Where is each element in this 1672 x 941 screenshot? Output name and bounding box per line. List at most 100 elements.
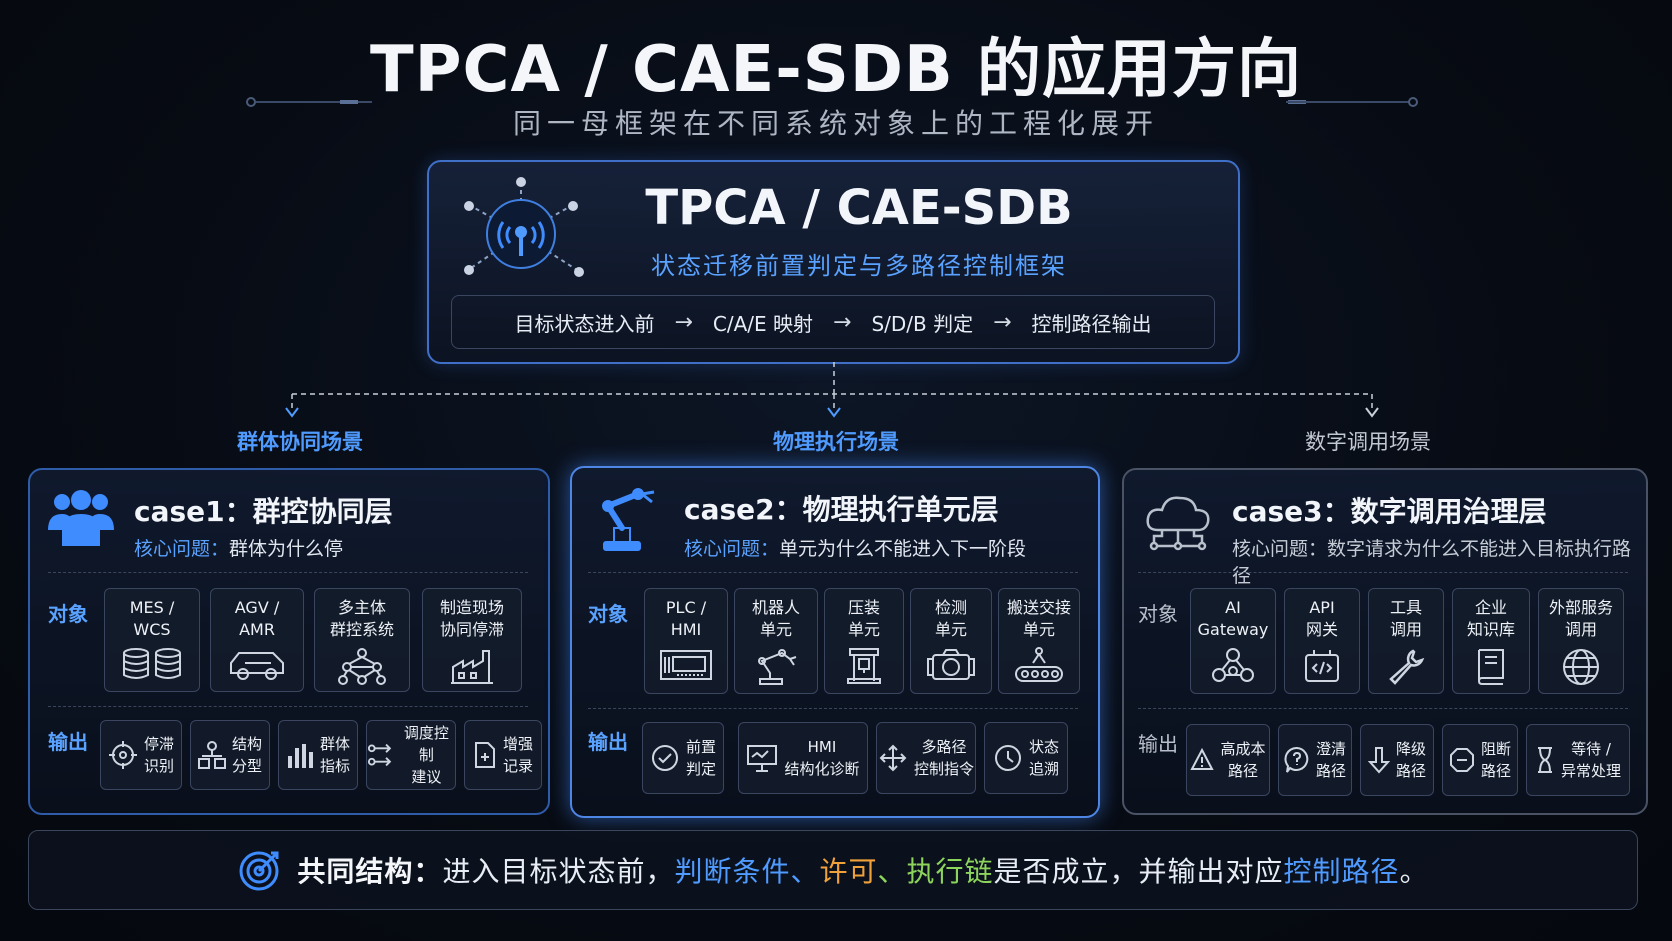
- divider: [588, 572, 1078, 573]
- tile-line1: 企业: [1474, 598, 1507, 617]
- database-icon: [123, 648, 181, 679]
- divider: [48, 706, 528, 707]
- block-icon: [1449, 748, 1474, 772]
- case1-title: case1：群控协同层: [134, 495, 393, 528]
- tile-line1: 制造现场: [439, 598, 504, 617]
- output-tile: 高成本路径: [1186, 724, 1270, 796]
- keyword-control-path: 控制路径: [1283, 855, 1400, 888]
- common-structure-text: 共同结构：进入目标状态前，判断条件、许可、执行链是否成立，并输出对应控制路径。: [297, 850, 1428, 890]
- object-row-label: 对象: [1138, 602, 1178, 626]
- case3-question: 核心问题：数字请求为什么不能进入目标执行路径: [1232, 534, 1646, 588]
- tile-line1: 状态: [1028, 738, 1059, 756]
- clock-icon: [994, 745, 1021, 771]
- network-icon: [338, 648, 386, 685]
- tile-line1: 高成本: [1220, 740, 1266, 758]
- tile-line2: 单元: [1022, 620, 1055, 639]
- output-tile: 结构分型: [190, 720, 270, 790]
- output-row-label: 输出: [48, 730, 88, 754]
- arrow-right-icon: →: [833, 309, 852, 335]
- tile-line1: 工具: [1389, 598, 1422, 617]
- vehicle-icon: [230, 652, 284, 680]
- tile-line1: 压装: [847, 598, 880, 617]
- output-tile: 澄清路径: [1278, 724, 1352, 796]
- output-tile: 阻断路径: [1442, 724, 1518, 796]
- output-tile: 多路径控制指令: [876, 722, 976, 794]
- tile-line1: 调度控制: [403, 724, 449, 764]
- target-arrow-icon: [239, 851, 279, 891]
- code-icon: [1305, 650, 1339, 682]
- tile-line2: 路径: [1395, 762, 1426, 780]
- object-row-label: 对象: [48, 602, 88, 626]
- globe-icon: [1563, 649, 1599, 685]
- object-tile: MES /WCS: [104, 588, 200, 692]
- tile-line1: PLC /: [665, 598, 707, 617]
- tile-line1: 阻断: [1480, 740, 1511, 758]
- page-subtitle: 同一母框架在不同系统对象上的工程化展开: [512, 107, 1159, 140]
- output-tile: 前置判定: [642, 722, 724, 794]
- common-structure-banner: 共同结构：进入目标状态前，判断条件、许可、执行链是否成立，并输出对应控制路径。: [28, 830, 1638, 910]
- monitor-icon: [747, 745, 778, 772]
- page-title: TPCA / CAE-SDB 的应用方向: [369, 33, 1303, 107]
- keyword-execution-chain: 执行链: [906, 855, 994, 888]
- framework-subtitle: 状态迁移前置判定与多路径控制框架: [651, 252, 1067, 280]
- tile-line1: 搬送交接: [1006, 598, 1071, 617]
- robot-arm-icon: [602, 488, 655, 551]
- tile-line2: 路径: [1315, 762, 1346, 780]
- output-row-label: 输出: [588, 730, 628, 754]
- tile-line1: 多主体: [337, 598, 386, 617]
- tile-line1: AI: [1225, 598, 1241, 617]
- target-icon: [108, 741, 137, 769]
- tile-line2: 调用: [1564, 620, 1597, 639]
- object-tile: 企业知识库: [1452, 588, 1530, 694]
- case2-card: case2：物理执行单元层 核心问题：单元为什么不能进入下一阶段 对象 PLC …: [570, 466, 1100, 818]
- object-tile: 外部服务调用: [1538, 588, 1624, 694]
- down-arrow-icon: [1367, 747, 1390, 774]
- output-tile: 增强记录: [464, 720, 542, 790]
- tile-line2: 路径: [1480, 762, 1511, 780]
- tile-line2: 控制指令: [913, 760, 974, 778]
- category-swarm: 群体协同场景: [237, 430, 363, 454]
- tile-line2: 记录: [502, 757, 533, 775]
- tile-line2: 单元: [759, 620, 792, 639]
- factory-icon: [451, 650, 493, 684]
- framework-title: TPCA / CAE-SDB: [645, 180, 1073, 236]
- footer-text: 进入目标状态前，: [442, 855, 675, 888]
- output-tile: 等待 /异常处理: [1526, 724, 1630, 796]
- question-key: 核心问题：: [684, 538, 780, 560]
- deco-dot-right: [1408, 97, 1418, 107]
- footer-text: 。: [1399, 855, 1429, 888]
- arrow-right-icon: →: [674, 309, 693, 335]
- divider: [48, 572, 528, 573]
- tile-line1: API: [1309, 598, 1335, 617]
- flow-step: C/A/E 映射: [712, 311, 814, 336]
- tile-line1: 澄清: [1315, 740, 1346, 758]
- object-tile: 多主体群控系统: [314, 588, 410, 692]
- tile-line1: AGV /: [234, 598, 280, 617]
- tile-line1: 多路径: [921, 738, 967, 756]
- tile-line1: 机器人: [751, 598, 800, 617]
- flow-step: 目标状态进入前: [514, 311, 655, 336]
- tile-line2: WCS: [133, 620, 171, 639]
- tile-line1: HMI: [807, 738, 837, 756]
- output-row-label: 输出: [1138, 732, 1178, 756]
- check-circle-icon: [651, 745, 678, 771]
- tile-line2: 路径: [1227, 762, 1258, 780]
- deco-dot-left: [246, 97, 256, 107]
- cloud-network-icon: [1146, 496, 1210, 551]
- plc-icon: [660, 650, 712, 680]
- arrow-right-icon: →: [993, 309, 1012, 335]
- question-text: 群体为什么停: [229, 538, 344, 560]
- output-tile: 群体指标: [278, 720, 358, 790]
- output-tile: 停滞识别: [100, 720, 182, 790]
- question-icon: [1284, 746, 1309, 773]
- connector-lines: [285, 362, 1379, 418]
- multi-arrow-icon: [879, 744, 907, 772]
- keyword-condition: 判断条件: [674, 855, 791, 888]
- structure-icon: [197, 741, 226, 769]
- question-text: 单元为什么不能进入下一阶段: [779, 538, 1027, 560]
- output-tile: 调度控制建议: [366, 720, 456, 790]
- object-tile: PLC /HMI: [644, 588, 728, 694]
